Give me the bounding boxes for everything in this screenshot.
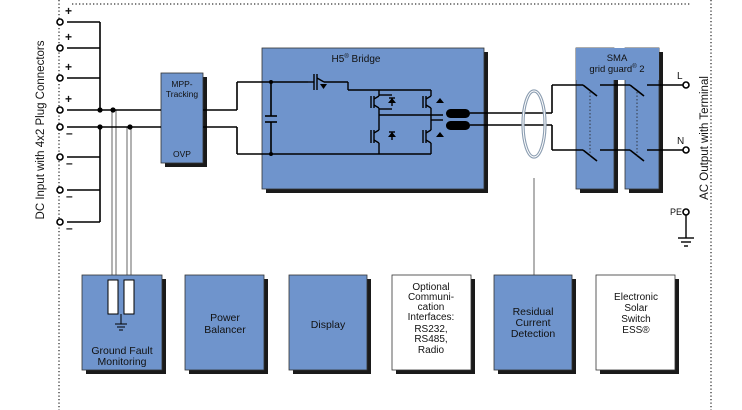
comm-label-1: Optional <box>412 282 449 293</box>
communication-interfaces-block <box>391 274 472 371</box>
h5-bridge-block <box>261 47 485 190</box>
comm-label-5: RS232, <box>414 324 447 335</box>
output-l-label: L <box>677 71 683 82</box>
ground-fault-label-1: Ground Fault <box>91 345 152 357</box>
h5-bridge-title: H5® Bridge <box>332 53 381 65</box>
ground-symbol <box>678 215 694 247</box>
ess-label-1: Electronic <box>614 292 658 303</box>
mpp-tracking-label-1: MPP- <box>171 79 192 89</box>
dc-terminal-sign: – <box>66 221 73 235</box>
residual-current-detection-block <box>493 274 573 371</box>
grid-guard-header <box>576 48 659 80</box>
electronic-solar-switch-block <box>595 274 676 371</box>
comm-label-6: RS485, <box>414 334 447 345</box>
dc-terminal <box>56 123 64 131</box>
transistor-diodes <box>320 84 444 137</box>
ess-label-2: Solar <box>624 303 648 314</box>
dc-input-label: DC Input with 4x2 Plug Connectors <box>35 40 47 219</box>
power-balancer-block <box>184 274 265 371</box>
mpp-tracking-label-2: Tracking <box>166 89 199 99</box>
ground-fault-sense-lines <box>111 110 535 290</box>
rcd-label-3: Detection <box>511 328 556 340</box>
comm-label-7: Radio <box>418 345 445 356</box>
terminal-pe <box>682 208 690 216</box>
rcd-label-1: Residual <box>513 306 554 318</box>
dc-terminal-sign: + <box>65 92 72 106</box>
dc-terminal-sign: – <box>66 156 73 170</box>
terminal-l <box>682 81 690 89</box>
transistor-switches <box>308 74 443 154</box>
dc-terminal-sign: + <box>65 30 72 44</box>
dotted-frame <box>58 0 712 410</box>
dc-terminal <box>56 186 64 194</box>
terminal-n <box>682 146 690 154</box>
dc-terminal <box>56 18 64 26</box>
power-balancer-label-1: Power <box>210 312 240 324</box>
ess-label-3: Switch <box>621 314 650 325</box>
dc-terminal-sign: + <box>65 4 72 18</box>
display-label: Display <box>311 319 346 331</box>
dc-terminal <box>56 218 64 226</box>
inductor <box>446 109 470 118</box>
ground-fault-label-2: Monitoring <box>97 356 146 368</box>
inductor <box>446 121 470 130</box>
display-block <box>288 274 368 371</box>
output-n-label: N <box>677 136 684 147</box>
comm-label-3: cation <box>418 302 445 313</box>
mpp-tracking-block <box>160 72 204 164</box>
dc-terminal <box>56 153 64 161</box>
grid-guard-title-1: SMA <box>607 53 628 64</box>
grid-guard-title-2: grid guard® 2 <box>589 63 644 75</box>
ground-fault-sensor <box>107 279 135 331</box>
comm-label-2: Communi- <box>408 292 454 303</box>
dc-terminal-group <box>56 18 101 226</box>
comm-label-4: Interfaces: <box>408 312 455 323</box>
ac-output-label: AC Output with Terminal <box>699 76 711 200</box>
power-balancer-label-2: Balancer <box>204 324 246 336</box>
ground-fault-monitoring-block <box>81 274 163 371</box>
dc-terminal-sign: – <box>66 126 73 140</box>
dc-terminal-sign: – <box>66 189 73 203</box>
output-pe-label: PE <box>670 207 682 217</box>
dc-terminal <box>56 106 64 114</box>
dc-terminal <box>56 74 64 82</box>
ess-label-4: ESS® <box>622 325 650 336</box>
ovp-label: OVP <box>173 149 191 159</box>
rcd-label-2: Current <box>515 317 550 329</box>
dc-terminal-sign: + <box>65 60 72 74</box>
switch-linkage <box>589 92 638 156</box>
dc-terminal <box>56 44 64 52</box>
